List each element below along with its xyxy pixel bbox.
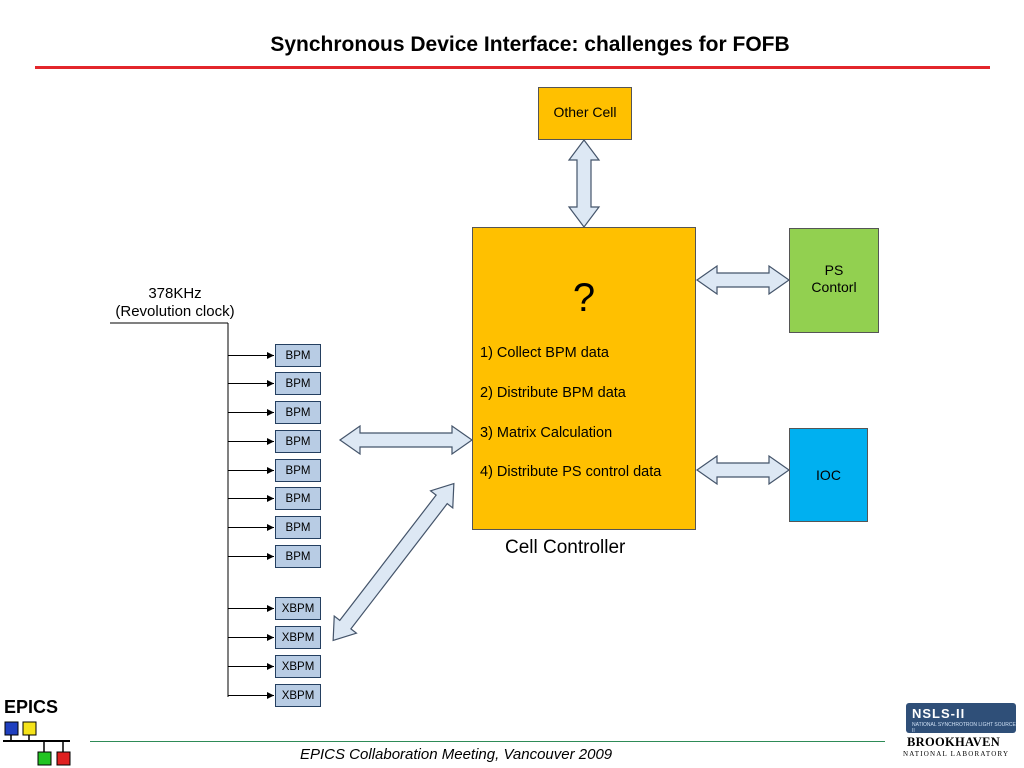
other-cell-link-arrow [567, 139, 601, 228]
cell-controller-question: ? [572, 276, 596, 320]
cell-controller-step: 3) Matrix Calculation [480, 425, 613, 441]
cell-controller-caption: Cell Controller [505, 537, 626, 558]
bpm-box: BPM [275, 401, 321, 424]
ioc-label: IOC [816, 466, 841, 483]
footer-text: EPICS Collaboration Meeting, Vancouver 2… [300, 746, 613, 763]
title-divider [35, 66, 990, 69]
nsls-ii-logo: NSLS-II NATIONAL SYNCHROTRON LIGHT SOURC… [906, 703, 1016, 733]
bpm-box: BPM [275, 372, 321, 395]
page-title: Synchronous Device Interface: challenges… [270, 33, 790, 56]
other-cell-label: Other Cell [553, 104, 617, 120]
clock-description: (Revolution clock) [115, 303, 235, 320]
bpm-box: BPM [275, 344, 321, 367]
xbpm-box: XBPM [275, 597, 321, 620]
cell-controller-box: ? 1) Collect BPM data 2) Distribute BPM … [472, 227, 696, 530]
cell-controller-step: 1) Collect BPM data [480, 345, 609, 361]
clock-frequency: 378KHz [148, 285, 202, 302]
epics-logo-graphic [3, 721, 71, 766]
xbpm-link-arrow [332, 482, 455, 642]
clock-label: 378KHz (Revolution clock) [110, 285, 240, 321]
ps-control-label: PS Contorl [811, 262, 857, 295]
cell-controller-step: 2) Distribute BPM data [480, 385, 626, 401]
ioc-box: IOC [789, 428, 868, 522]
bpm-box: BPM [275, 430, 321, 453]
xbpm-box: XBPM [275, 655, 321, 678]
xbpm-box: XBPM [275, 626, 321, 649]
cell-controller-step: 4) Distribute PS control data [480, 464, 662, 480]
bpm-link-arrow [338, 424, 474, 456]
bpm-box: BPM [275, 487, 321, 510]
ioc-link-arrow [695, 454, 791, 486]
nsls-ii-logo-subtitle: NATIONAL SYNCHROTRON LIGHT SOURCE II [912, 722, 1016, 733]
brookhaven-logo-name: BROOKHAVEN [907, 735, 1001, 749]
bpm-box: BPM [275, 545, 321, 568]
nsls-ii-logo-name: NSLS-II [912, 706, 966, 721]
brookhaven-logo-subtitle: NATIONAL LABORATORY [903, 750, 1010, 758]
footer-divider [90, 741, 885, 742]
clock-distribution-lines [110, 322, 229, 697]
ps-control-link-arrow [695, 264, 791, 296]
ps-control-box: PS Contorl [789, 228, 879, 333]
other-cell-box: Other Cell [538, 87, 632, 140]
xbpm-box: XBPM [275, 684, 321, 707]
bpm-box: BPM [275, 516, 321, 539]
bpm-box: BPM [275, 459, 321, 482]
epics-logo-text: EPICS [4, 697, 59, 717]
